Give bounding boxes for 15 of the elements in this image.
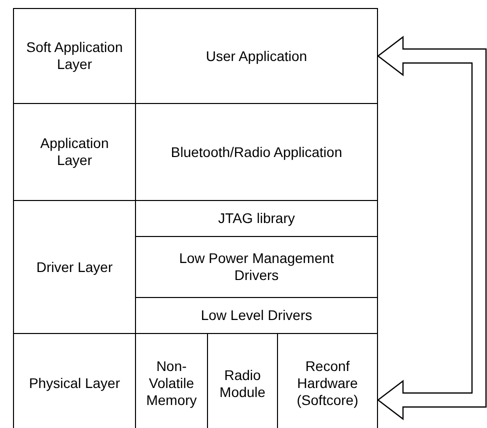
box-label: Radio Module (218, 366, 266, 400)
box-label: Bluetooth/Radio Application (170, 144, 342, 160)
box-label: Driver Layer (36, 258, 113, 276)
box-label: Application Layer (39, 135, 110, 169)
block-arrow (377, 36, 487, 420)
box-label: User Application (206, 48, 308, 64)
box-label: Low Power Management Drivers (178, 250, 335, 284)
box-label: Reconf Hardware (Softcore) (296, 358, 360, 409)
box-label: Low Level Drivers (200, 307, 312, 324)
box-label: Non-Volatile Memory (145, 358, 198, 409)
component-box (135, 8, 378, 104)
box-label: Physical Layer (28, 375, 120, 392)
box-label: JTAG library (218, 210, 295, 227)
layer-label-box (13, 8, 136, 104)
box-label: Soft Application Layer (25, 39, 124, 73)
